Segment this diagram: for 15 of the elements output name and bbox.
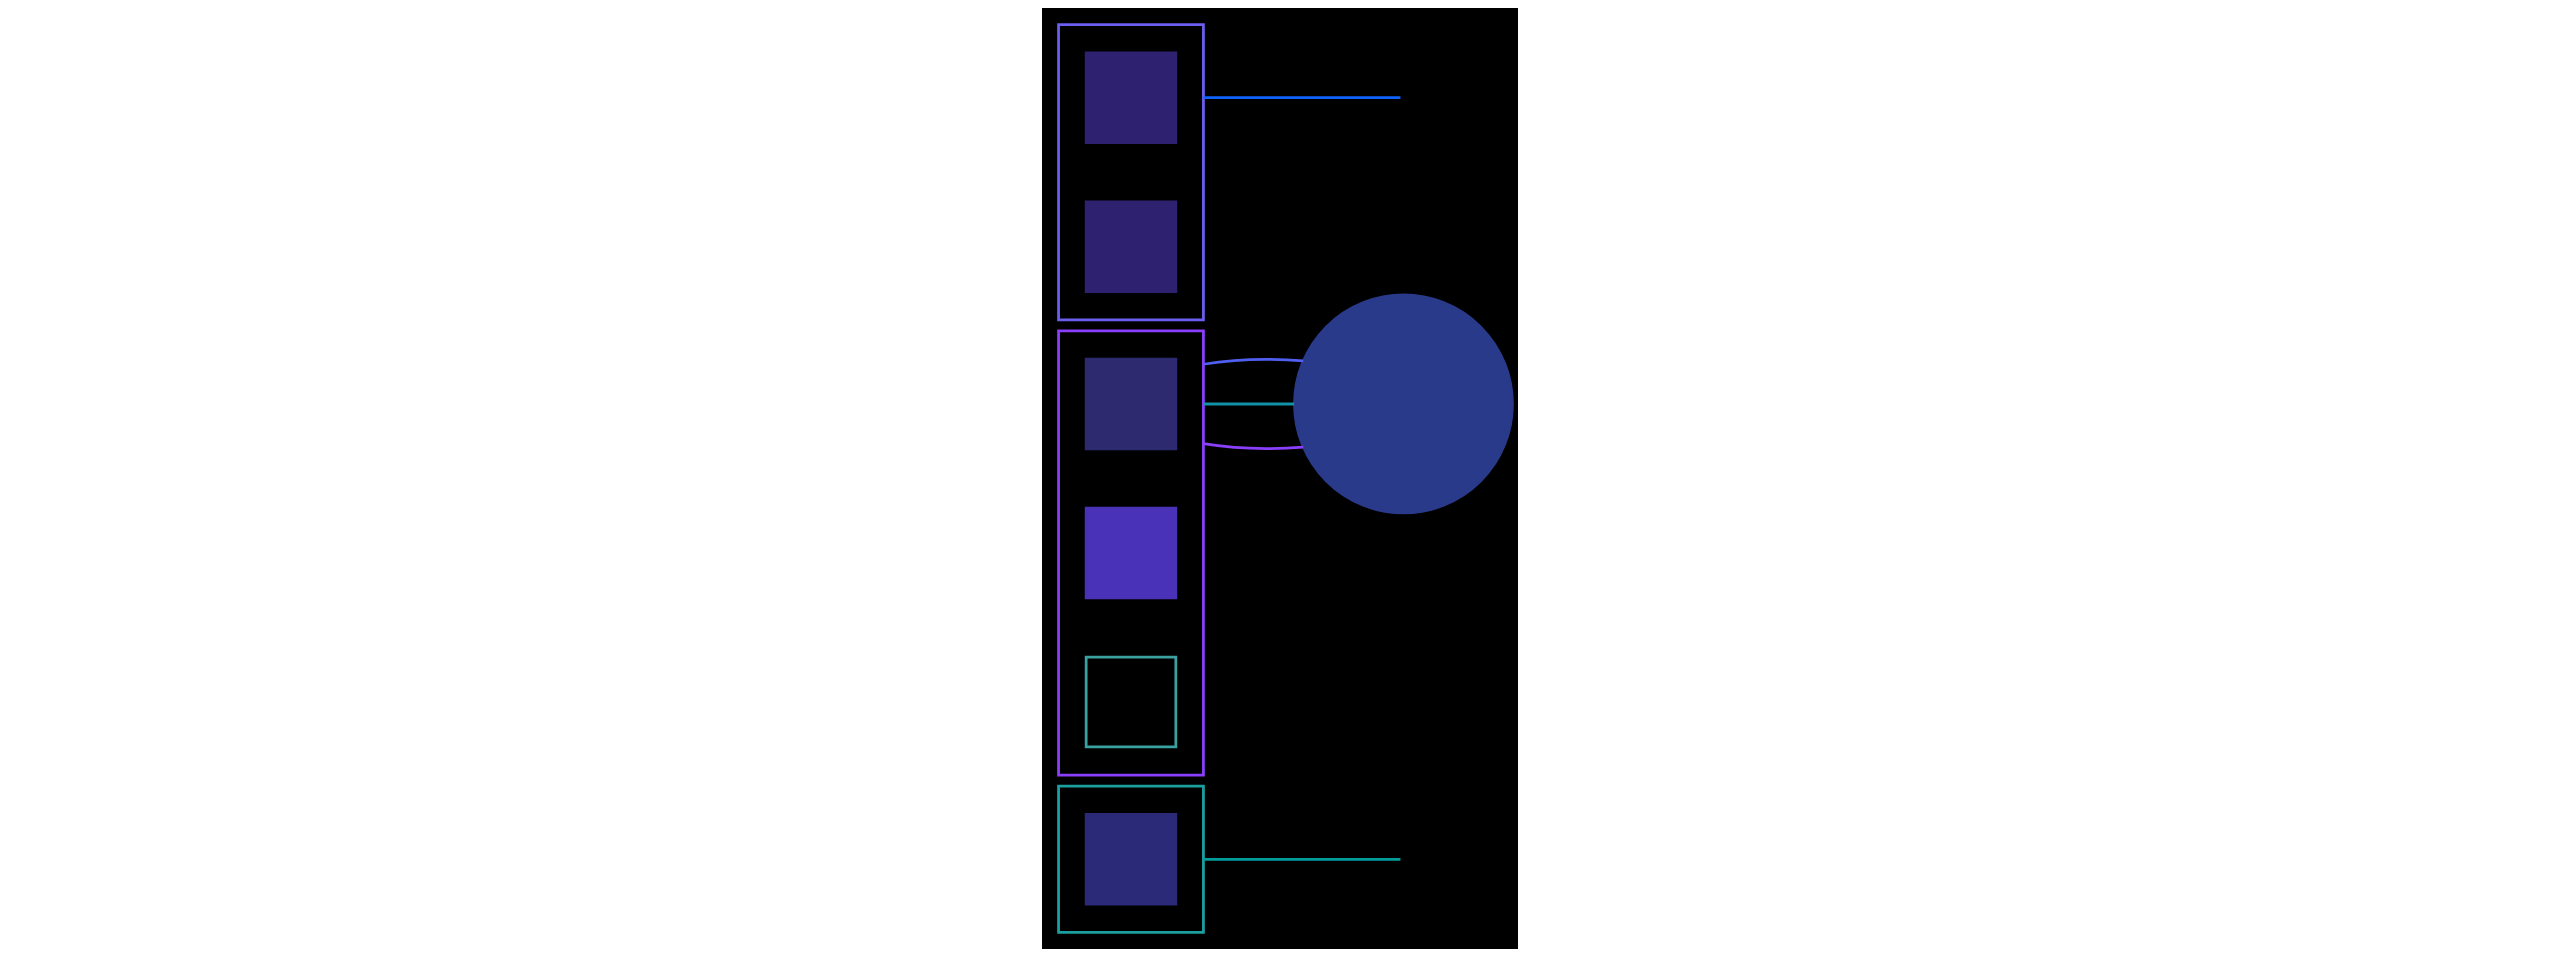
cluster [1057, 329, 1205, 777]
node-person [1293, 293, 1514, 515]
connector [1203, 96, 1401, 100]
cluster [1057, 23, 1205, 322]
node-box [1084, 200, 1178, 293]
connector [1203, 358, 1304, 366]
node-box [1084, 357, 1178, 451]
connector [1203, 442, 1304, 450]
node-box [1084, 506, 1178, 600]
node-box [1084, 51, 1178, 144]
node-box [1084, 655, 1178, 749]
cluster [1057, 784, 1205, 934]
connector [1203, 857, 1401, 861]
node-box [1084, 813, 1178, 906]
connector [1203, 402, 1295, 406]
